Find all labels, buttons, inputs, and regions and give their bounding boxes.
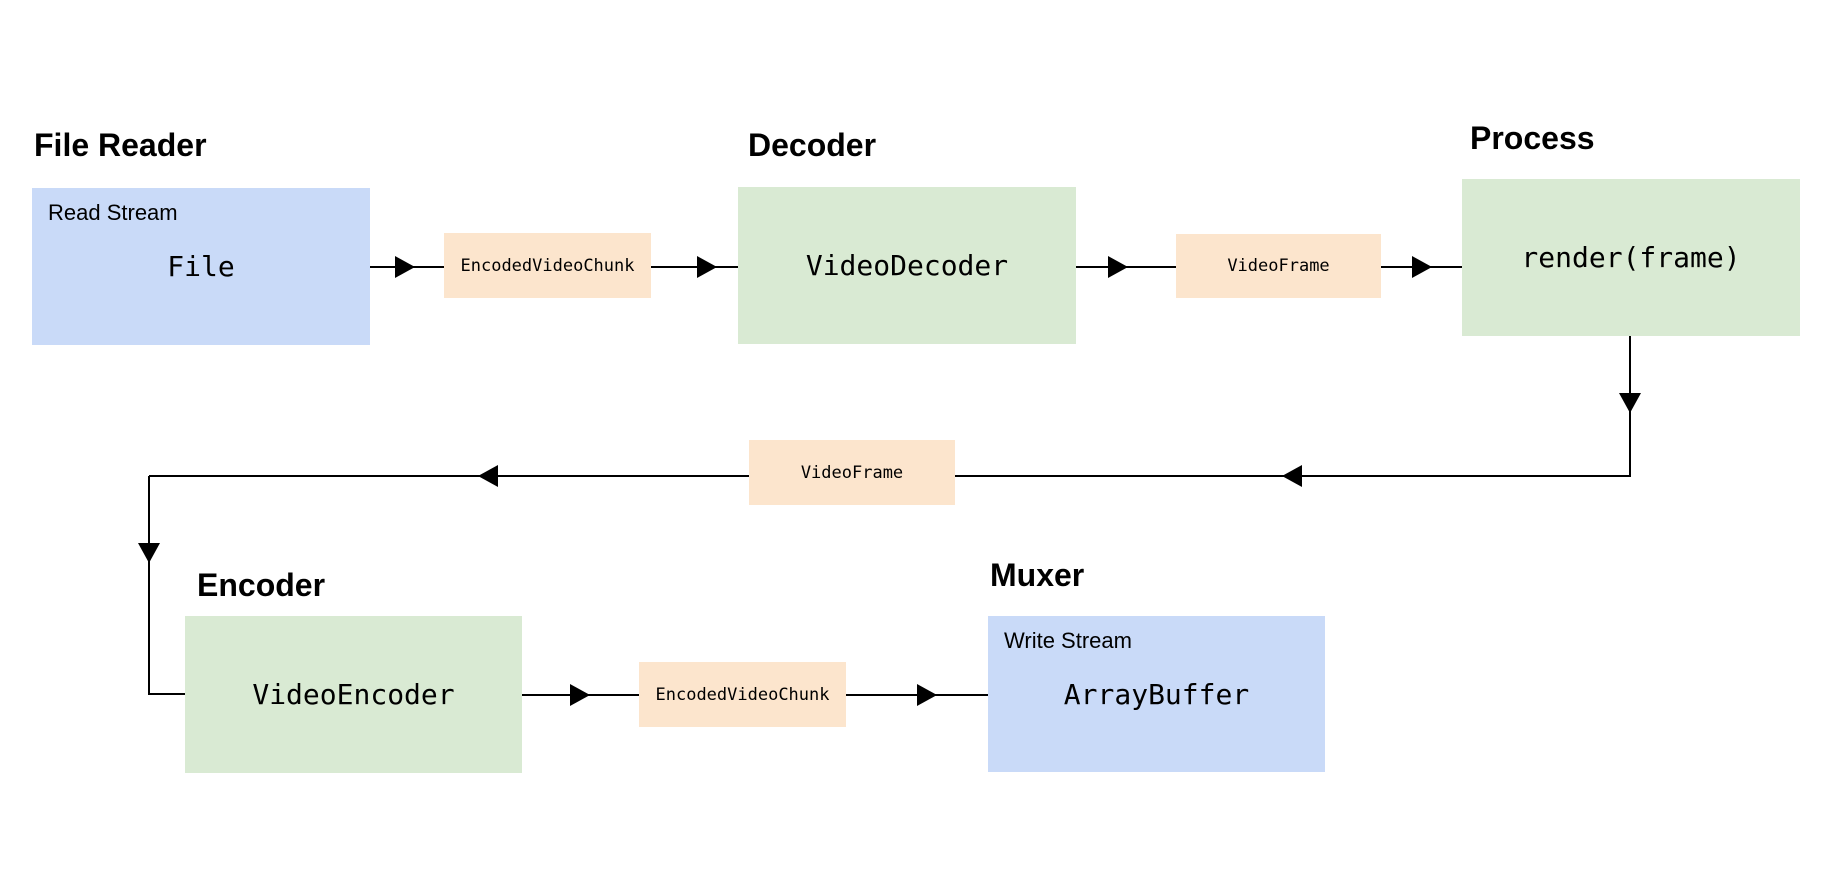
arrowhead-right-icon <box>917 684 937 706</box>
chip-encoded-video-chunk-top: EncodedVideoChunk <box>444 233 651 298</box>
arrowhead-left-icon <box>1282 465 1302 487</box>
arrowhead-right-icon <box>1412 256 1432 278</box>
arrowhead-right-icon <box>697 256 717 278</box>
arrowhead-down-icon <box>1619 393 1641 413</box>
connector-chunk-to-decoder <box>651 266 738 268</box>
video-encoder-code-label: VideoEncoder <box>252 678 455 711</box>
arrowhead-right-icon <box>395 256 415 278</box>
video-decoder-code-label: VideoDecoder <box>805 249 1009 282</box>
connector-into-encoder <box>149 693 185 695</box>
chip-video-frame-return: VideoFrame <box>749 440 955 505</box>
connector-left-drop <box>148 476 150 695</box>
arrowhead-right-icon <box>1108 256 1128 278</box>
chip-encoded-video-chunk-bottom: EncodedVideoChunk <box>639 662 846 727</box>
stage-title-encoder: Encoder <box>197 567 326 603</box>
arrowhead-right-icon <box>570 684 590 706</box>
arrowhead-down-icon <box>138 543 160 563</box>
stage-title-file-reader: File Reader <box>34 127 207 163</box>
node-muxer: Write Stream ArrayBuffer <box>988 616 1325 772</box>
read-stream-label: Read Stream <box>48 200 178 225</box>
write-stream-label: Write Stream <box>1004 628 1132 653</box>
stage-title-muxer: Muxer <box>990 557 1085 593</box>
node-render-frame: render(frame) <box>1462 179 1800 336</box>
node-video-decoder: VideoDecoder <box>738 187 1076 344</box>
node-video-encoder: VideoEncoder <box>185 616 522 773</box>
node-file-reader: Read Stream File <box>32 188 370 345</box>
stage-title-decoder: Decoder <box>748 127 877 163</box>
stage-title-process: Process <box>1470 120 1595 156</box>
array-buffer-code-label: ArrayBuffer <box>1063 677 1250 711</box>
render-frame-code-label: render(frame) <box>1521 241 1741 274</box>
chip-video-frame-top: VideoFrame <box>1176 234 1381 298</box>
file-code-label: File <box>167 250 235 283</box>
arrowhead-left-icon <box>478 465 498 487</box>
